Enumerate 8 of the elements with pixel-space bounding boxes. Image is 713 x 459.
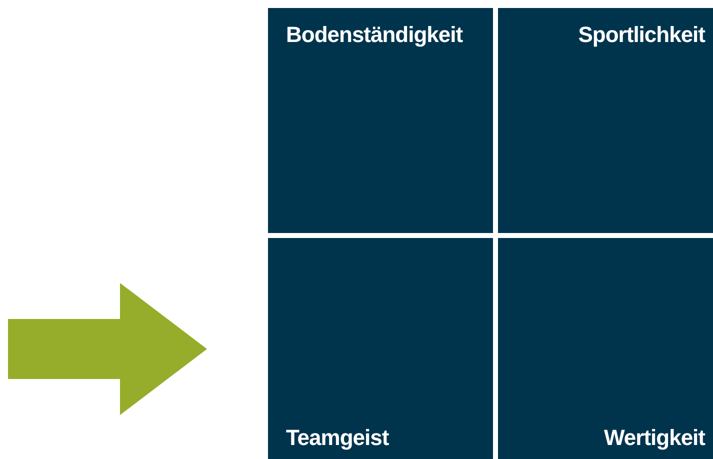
dark-panel — [268, 238, 493, 459]
panel-heading: Bodenständigkeit — [286, 22, 463, 48]
panel-heading: Wertigkeit — [604, 425, 705, 451]
dark-panel — [498, 238, 713, 459]
panel-heading: Sportlichkeit — [578, 22, 705, 48]
panel-heading: Teamgeist — [286, 425, 389, 451]
dark-panel — [498, 8, 713, 233]
dark-panel — [268, 8, 493, 233]
